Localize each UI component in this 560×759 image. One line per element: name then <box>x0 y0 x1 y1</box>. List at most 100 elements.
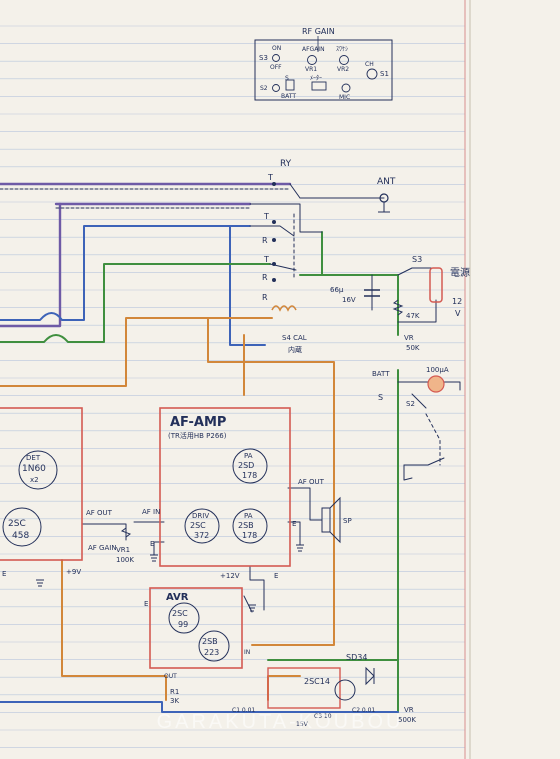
c3-label: C3 10 <box>314 713 332 720</box>
relay-contact-dot <box>272 262 276 266</box>
avr-q1-circle <box>168 602 200 634</box>
wire-s2-ground <box>403 464 413 481</box>
panel-s3: S3 <box>259 54 268 62</box>
driver-part: 2SC <box>190 521 206 530</box>
cap-66-label: 66μ <box>330 286 344 294</box>
panel-tuning: ｽﾜｹｼ <box>336 46 348 53</box>
det-count: x2 <box>30 476 39 484</box>
wire-s2-lower <box>403 457 445 466</box>
panel-on: ON <box>272 45 281 52</box>
mic-jack-icon <box>341 83 351 93</box>
r1-value: 3K <box>170 697 179 705</box>
af-amp-plus12v: +12V <box>220 572 240 580</box>
det-transistor: 2SC <box>8 519 26 529</box>
regulator-transistor: 2SC14 <box>304 677 330 686</box>
vr1-knob-icon <box>307 55 317 65</box>
wire-relay-b <box>249 225 295 237</box>
det-transistor-num: 458 <box>12 531 29 541</box>
panel-vr1: VR1 <box>305 66 317 73</box>
wire-blue-bottom <box>0 701 399 713</box>
af-amp-title: AF-AMP <box>170 415 226 430</box>
cal-builtin-label: 内蔵 <box>288 345 302 354</box>
driver-circle <box>184 508 220 544</box>
det-transistor-circle <box>2 507 42 547</box>
regulator-transistor-icon <box>334 679 356 701</box>
s2-switch-icon <box>272 84 280 92</box>
relay-section: RY T T T R R R ANT S4 CAL 内蔵 <box>262 159 396 354</box>
det-vr1-value: 100K <box>116 556 134 564</box>
wire-blue-upper <box>0 225 251 321</box>
pa-top-circle <box>232 448 268 484</box>
pa-top-part: 2SD <box>238 461 254 470</box>
det-diode-circle <box>18 450 58 490</box>
vr-bottom-label: VR <box>404 706 414 714</box>
relay-t2: T <box>263 212 269 221</box>
wire-purple-loop <box>0 202 62 328</box>
af-amp-e-right: E <box>292 520 296 528</box>
avr-q2-num: 223 <box>204 648 219 657</box>
af-in-label: AF IN <box>142 508 160 516</box>
driver-label: DRIV <box>192 512 209 520</box>
zener-diode-icon <box>365 666 375 686</box>
det-vr1: VR1 <box>116 546 130 554</box>
wire-green-upper <box>0 263 271 343</box>
coil-icon <box>271 305 297 312</box>
relay-contact-dot <box>272 220 276 224</box>
avr-in: IN <box>244 649 250 656</box>
ground-icon <box>248 604 256 612</box>
ground-symbols <box>36 544 304 612</box>
pa-bottom-circle <box>232 508 268 544</box>
ground-icon <box>296 544 304 552</box>
avr-q1: 2SC <box>172 609 188 618</box>
af-amp-box <box>159 407 291 567</box>
wire-s3 <box>397 267 437 276</box>
avr-box <box>149 587 243 669</box>
af-amp-ref: (TR活用HB P266) <box>168 431 227 440</box>
wire-s2-arm <box>411 393 427 409</box>
avr-out: OUT <box>164 673 177 680</box>
r1-label: R1 <box>170 688 179 696</box>
panel-switch-icon <box>285 79 295 91</box>
vr1-pot-icon <box>120 527 132 538</box>
power-12-label: 12 <box>452 297 462 306</box>
panel-s: S <box>285 75 289 82</box>
relay-t1: T <box>267 173 273 182</box>
antenna-label: ANT <box>377 177 396 187</box>
wire-avr-e <box>243 595 253 613</box>
battery-icon <box>429 267 443 303</box>
v15-label: 15V <box>296 721 309 728</box>
vr2-knob-icon <box>339 55 349 65</box>
capacitor-icon <box>364 289 380 297</box>
wire-orange-avr <box>207 317 335 646</box>
relay-r1: R <box>262 236 268 245</box>
det-af-out: AF OUT <box>86 509 113 517</box>
pa-bottom-num: 178 <box>242 531 257 540</box>
speaker-label: SP <box>343 517 352 525</box>
regulator-section: SD34 2SC14 R1 3K C1 0.01 C2 0.01 C3 10 1… <box>170 653 416 728</box>
cap-16v-label: 16V <box>342 296 356 304</box>
det-plus9v: +9V <box>66 568 81 576</box>
power-section: S3 電源 12 V 66μ 16V 47K VR 50K BATT 100μA… <box>330 255 470 408</box>
wire-speaker <box>287 487 323 521</box>
ground-icon <box>150 554 158 562</box>
r47k-label: 47K <box>406 312 420 320</box>
af-amp-block: AF-AMP (TR活用HB P266) PA 2SD 178 AF IN DR… <box>142 407 352 580</box>
meter-window-icon <box>311 81 327 91</box>
det-part: 1N60 <box>22 464 46 474</box>
c1-label: C1 0.01 <box>232 707 255 714</box>
vr-50k-label: 50K <box>406 344 420 352</box>
diode-label: SD34 <box>346 653 367 662</box>
panel-s1: S1 <box>380 70 389 78</box>
power-v-label: V <box>455 309 461 318</box>
avr-e: E <box>144 600 148 608</box>
panel-batt: BATT <box>281 93 296 100</box>
panel-meter: ﾒｰﾀｰ <box>310 75 322 82</box>
panel-mic: MIC <box>339 94 350 101</box>
panel-off: OFF <box>270 64 282 71</box>
panel-rf-gain: RF GAIN <box>302 27 335 36</box>
avr-q1-num: 99 <box>178 620 188 629</box>
relay-contact-dot <box>272 182 276 186</box>
s3-label: S3 <box>412 255 422 264</box>
panel-af-gain: AFGAIN <box>302 46 325 53</box>
